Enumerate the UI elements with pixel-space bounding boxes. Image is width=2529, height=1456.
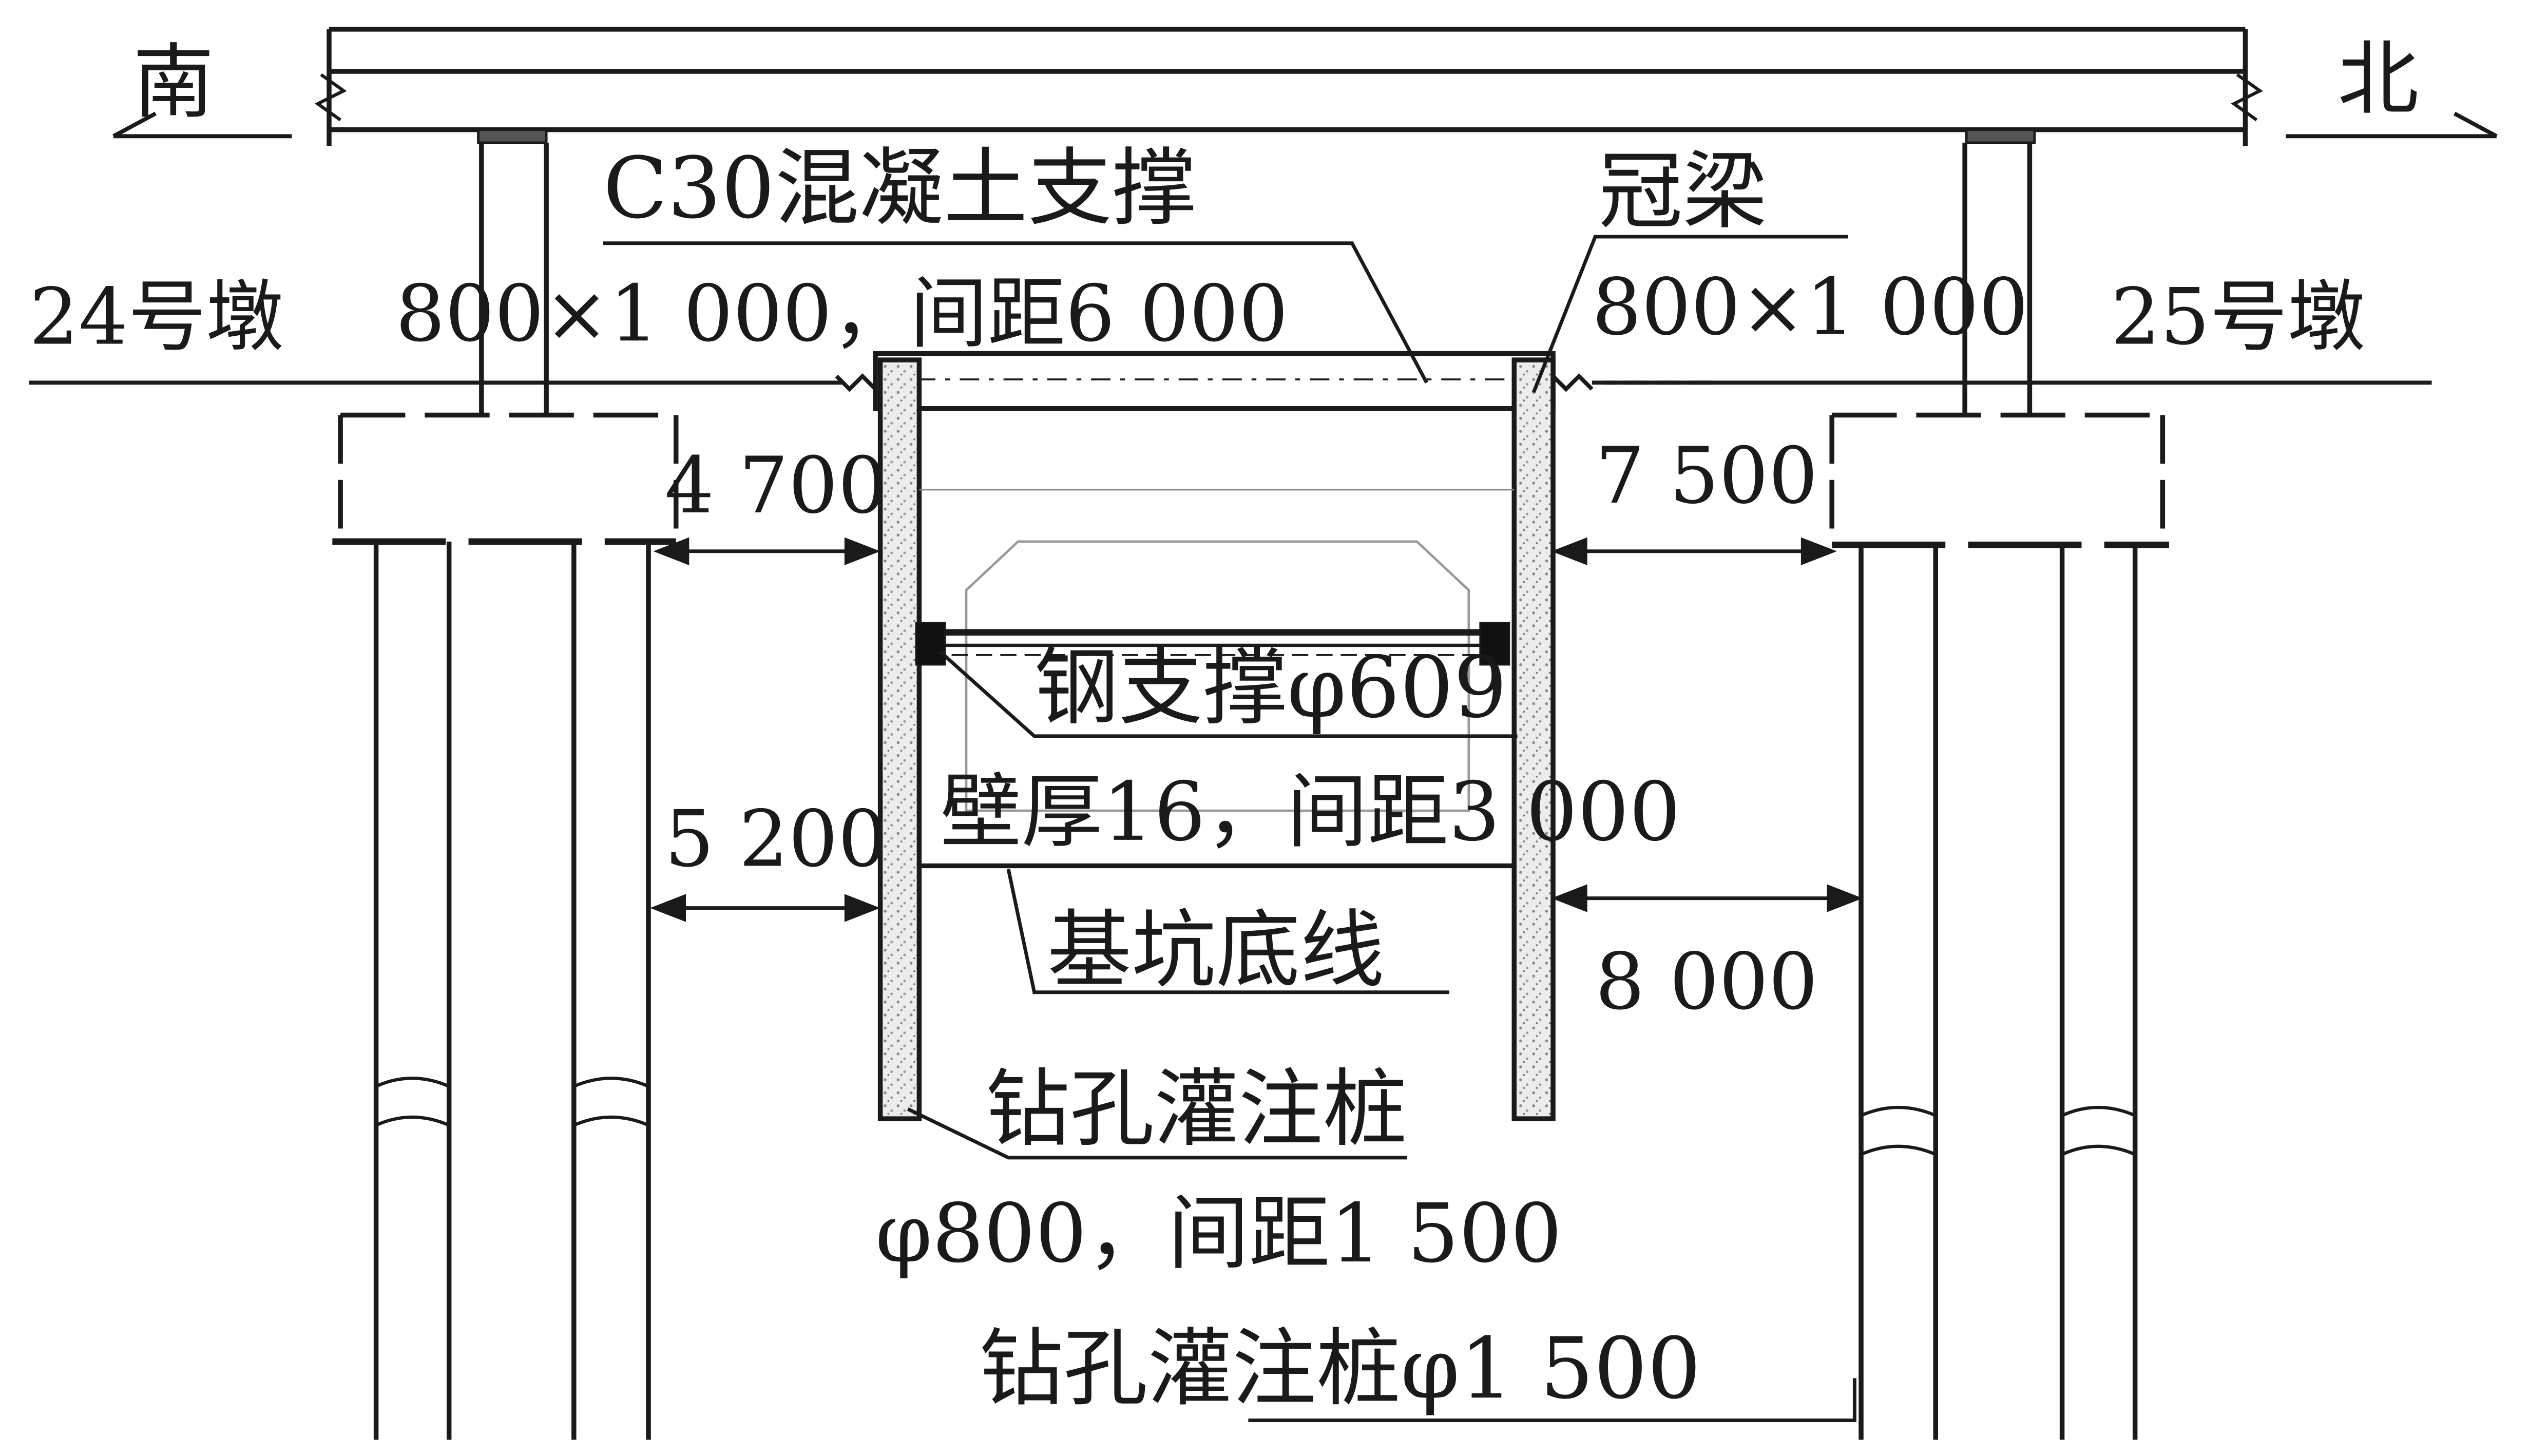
pier-25-pile-2 (2059, 545, 2138, 1440)
retaining-pile-left (877, 357, 922, 1121)
concrete-support-name: C30混凝土支撑 (603, 139, 1197, 237)
dim-left-upper: 4 700 (665, 440, 888, 531)
crown-beam (873, 351, 1556, 411)
pier-pile-label: 钻孔灌注桩φ1 500 (979, 1319, 1701, 1417)
bearing-left (477, 128, 548, 144)
leader-lines (603, 235, 1856, 1422)
steel-support-name: 钢支撑φ609 (1034, 639, 1507, 737)
pit-bottom-label: 基坑底线 (1047, 901, 1385, 999)
south-direction-mark: 南 (112, 35, 292, 139)
retaining-pile-name: 钻孔灌注桩 (986, 1060, 1407, 1158)
retaining-pile-right (1511, 357, 1556, 1121)
crown-beam-name: 冠梁 (1598, 142, 1767, 240)
pier-24-pile-1 (373, 541, 452, 1440)
north-label: 北 (2338, 32, 2419, 126)
pier-25-pile-1 (1859, 545, 1939, 1440)
box-culvert-outline (965, 540, 1470, 812)
dim-left-lower: 5 200 (665, 793, 888, 884)
steel-support-spec: 壁厚16，间距3 000 (940, 765, 1680, 859)
ground-tie-left (835, 373, 877, 392)
pier-24 (332, 128, 679, 1440)
bearing-right (1965, 128, 2036, 144)
pier-25-label: 25号墩 (2111, 272, 2365, 362)
pier-24-label: 24号墩 (29, 272, 284, 362)
ground-tie-right (1551, 373, 1594, 392)
concrete-support-spec: 800×1 000，间距6 000 (395, 268, 1288, 359)
bridge-deck (314, 27, 2263, 146)
retaining-pile-spec: φ800，间距1 500 (875, 1186, 1562, 1281)
crown-beam-spec: 800×1 000 (1592, 262, 2028, 353)
dim-right-lower: 8 000 (1595, 936, 1818, 1027)
south-label: 南 (133, 35, 214, 130)
foundation-pit (835, 351, 1719, 1121)
steel-support (915, 622, 1510, 666)
pier-25 (1829, 128, 2169, 1440)
north-direction-mark: 北 (2286, 32, 2498, 139)
dimension-arrows (650, 537, 1863, 922)
dim-right-upper: 7 500 (1595, 430, 1818, 521)
pier-24-pile-2 (571, 541, 651, 1440)
